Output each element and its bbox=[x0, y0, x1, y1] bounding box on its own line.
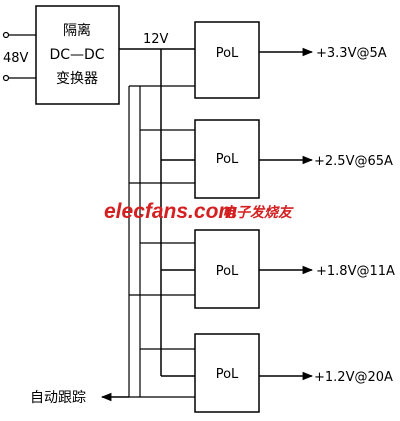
tracking-label: 自动跟踪 bbox=[30, 390, 86, 406]
bus-branch-lines bbox=[161, 159, 195, 377]
output-label-2: +2.5V@65A bbox=[314, 154, 393, 169]
watermark: elecfans.com 电子发烧友 bbox=[104, 200, 294, 223]
pol-module-box-4 bbox=[194, 333, 260, 413]
pol-module-box-2 bbox=[194, 119, 260, 199]
output-label-4: +1.2V@20A bbox=[314, 370, 393, 385]
watermark-cn: 电子发烧友 bbox=[222, 204, 294, 221]
converter-line-3: 变换器 bbox=[56, 70, 98, 87]
input-voltage-label: 48V bbox=[3, 51, 29, 66]
converter-line-1: 隔离 bbox=[63, 22, 91, 39]
tracking-lines bbox=[128, 85, 195, 398]
sequencing-lines bbox=[139, 86, 195, 397]
converter-line-2: DC—DC bbox=[49, 47, 104, 63]
input-terminals bbox=[2, 31, 36, 82]
output-label-1: +3.3V@5A bbox=[316, 46, 387, 61]
pol-module-box-1 bbox=[194, 21, 260, 99]
pol-module-box-3 bbox=[194, 229, 260, 309]
pol-module-label-1: PoL bbox=[216, 46, 239, 61]
pol-module-label-3: PoL bbox=[216, 264, 239, 279]
dcdc-converter-box bbox=[35, 5, 120, 105]
pol-module-label-2: PoL bbox=[216, 152, 239, 167]
output-arrows bbox=[259, 47, 314, 381]
watermark-brand: elecfans.com bbox=[104, 200, 237, 223]
bus-voltage-label: 12V bbox=[143, 32, 169, 47]
pol-module-label-4: PoL bbox=[216, 367, 239, 382]
output-label-3: +1.8V@11A bbox=[316, 264, 395, 279]
